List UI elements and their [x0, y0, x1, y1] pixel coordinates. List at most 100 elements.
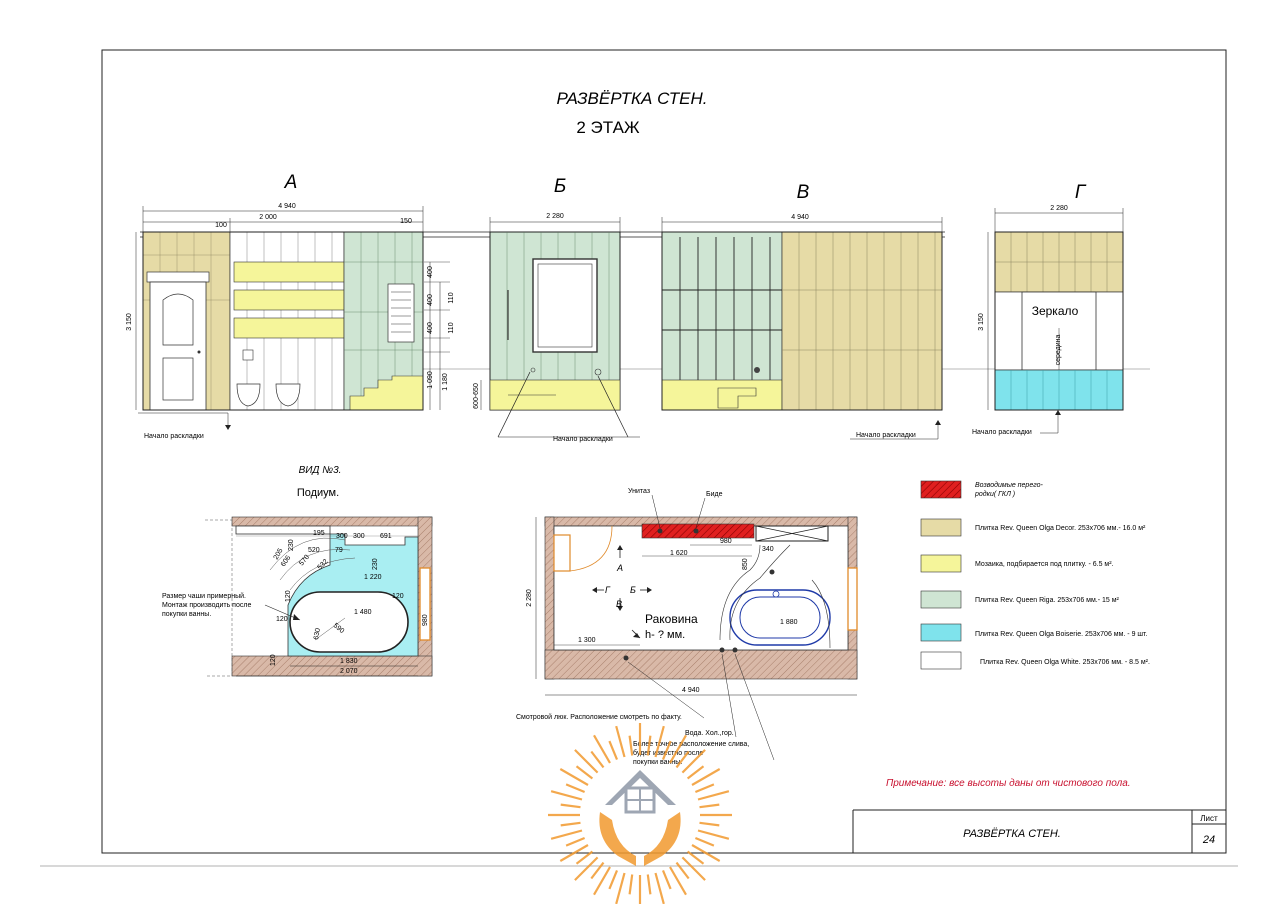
logo-ray [550, 829, 583, 840]
logo-ray [675, 750, 690, 769]
view3-dim-230a: 230 [288, 539, 295, 551]
view3-dim-570: 570 [298, 554, 311, 568]
sink-height-label: h- ? мм. [645, 629, 685, 641]
view3-dim-520: 520 [308, 547, 320, 554]
legend-swatch-white [920, 651, 962, 670]
legend-item-1-line2: родки( ГКЛ ) [974, 490, 1015, 498]
legend-swatch-partitions [920, 480, 962, 499]
logo-ray [654, 872, 665, 904]
view3-plan [205, 516, 433, 677]
logo-ray [654, 725, 665, 758]
logo-ray [575, 765, 594, 780]
logo-ray [686, 850, 705, 865]
logo-ray [608, 740, 619, 761]
view3-dim-300a: 300 [336, 533, 348, 540]
logo-ray [590, 861, 605, 880]
logo-ray [565, 836, 586, 847]
view3-dim-630: 630 [313, 628, 322, 641]
legend-swatch-mosaic [920, 554, 962, 573]
logo-ray [628, 735, 634, 756]
logo-ray [691, 844, 721, 862]
elevation-v-letter: В [797, 182, 810, 203]
logo-ray [669, 734, 687, 764]
elev-v-width-label: 4 940 [791, 214, 809, 221]
stamp-sheet-number: 24 [1202, 834, 1215, 846]
elev-g-width-label: 2 280 [1050, 205, 1068, 212]
logo-ray [593, 734, 611, 764]
view3-dim-120b: 120 [276, 616, 288, 623]
logo-ray [628, 874, 634, 895]
plan-note-water: Вода. Хол.,гор. [685, 730, 734, 737]
logo-ray [675, 861, 690, 880]
title-block [852, 809, 1226, 853]
logo-ray [574, 749, 599, 774]
sheet-frame [101, 49, 1227, 854]
legend-item-1-line1: Возводимые перего- [975, 481, 1043, 489]
sink-label: Раковина [645, 612, 698, 626]
logo-ray [593, 866, 611, 896]
logo-ray [691, 768, 721, 786]
logo-ray [699, 821, 720, 827]
logo-ray [559, 768, 589, 786]
mirror-middle-label: середина [1055, 335, 1062, 366]
plan-dim-1880: 1 880 [780, 619, 798, 626]
elev-b-start-note: Начало раскладки [553, 436, 613, 443]
elev-a-d100: 100 [215, 222, 227, 229]
plan-dim-2280: 2 280 [526, 589, 533, 607]
legend-item-3: Мозаика, подбирается под плитку. - 6.5 м… [975, 560, 1114, 568]
view3-dim-195: 195 [313, 530, 325, 537]
logo-ray [550, 790, 583, 801]
logo-ray [661, 740, 672, 761]
view3-dim-691: 691 [380, 533, 392, 540]
plan-dim-4940: 4 940 [682, 687, 700, 694]
stamp-sheet-label: Лист [1200, 814, 1218, 823]
elev-a-d150: 150 [400, 218, 412, 225]
plan-dim-1300: 1 300 [578, 637, 596, 644]
logo-ray [669, 866, 687, 896]
logo-ray [590, 750, 605, 769]
legend-item-6: Плитка Rev. Queen Olga White. 253x706 мм… [980, 659, 1150, 666]
elevation-g [987, 208, 1124, 434]
elev-a-h400a: 400 [427, 266, 434, 278]
logo-ray [608, 869, 619, 890]
logo-ray [646, 874, 652, 895]
logo-ray [661, 869, 672, 890]
elev-a-h400b: 400 [427, 294, 434, 306]
footnote: Примечание: все высоты даны от чистового… [886, 778, 1131, 789]
elev-a-h1090: 1 090 [427, 371, 434, 389]
elevation-g-letter: Г [1075, 182, 1087, 203]
page-title: РАЗВЁРТКА СТЕН. [557, 89, 708, 108]
logo-ray [615, 725, 626, 758]
legend-swatch-decor [920, 518, 962, 537]
elevation-b-letter: Б [554, 176, 566, 197]
elev-a-h400c: 400 [427, 322, 434, 334]
view3-dim-1830: 1 830 [340, 658, 358, 665]
plan-label-b: Б [630, 585, 636, 595]
view3-dim-230b: 230 [372, 558, 379, 570]
logo-ray [694, 836, 715, 847]
plan-note-hatch: Смотровой люк. Расположение смотреть по … [516, 713, 682, 721]
legend [920, 480, 962, 670]
plan-label-g: Г [605, 585, 611, 595]
floor-plan [535, 494, 858, 761]
logo-ray [560, 803, 581, 809]
view3-dim-205: 205 [273, 547, 285, 561]
elevation-a-letter: А [284, 172, 298, 193]
stamp-title: РАЗВЁРТКА СТЕН. [963, 828, 1061, 840]
logo-ray [575, 850, 594, 865]
plan-dim-1620: 1 620 [670, 550, 688, 557]
logo-ray [560, 821, 581, 827]
view3-dim-120a: 120 [285, 590, 292, 602]
elev-a-h110b: 110 [448, 322, 455, 333]
view3-dim-980: 980 [422, 614, 429, 626]
logo-ray [681, 856, 706, 881]
mirror-label: Зеркало [1032, 304, 1079, 318]
logo-ray [574, 856, 599, 881]
view3-dim-300b: 300 [353, 533, 365, 540]
elevation-b [480, 217, 640, 438]
logo-ray [699, 803, 720, 809]
legend-item-2: Плитка Rev. Queen Olga Decor. 253x706 мм… [975, 525, 1146, 532]
plan-label-v: В [616, 599, 622, 609]
page-subtitle: 2 ЭТАЖ [576, 118, 640, 137]
